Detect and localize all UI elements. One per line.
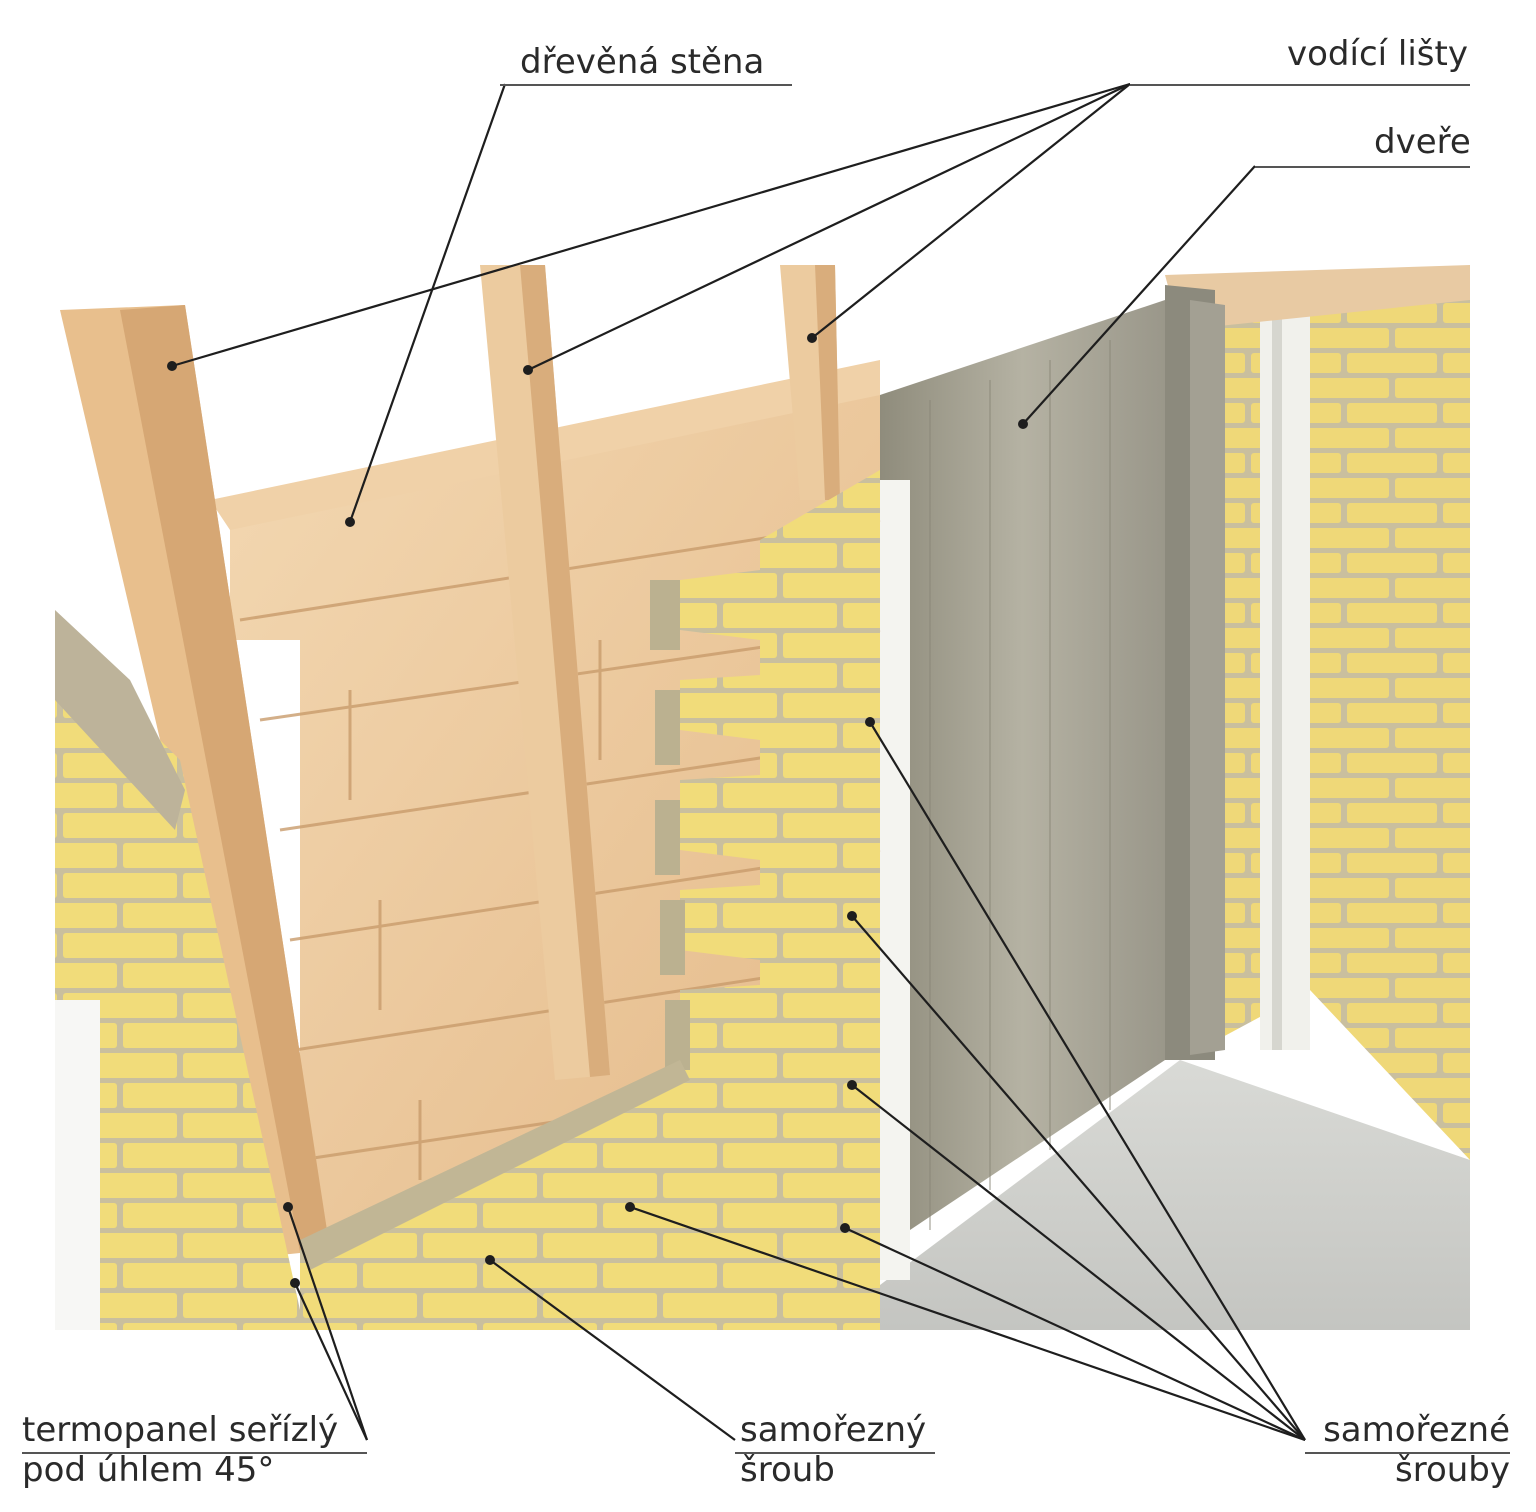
underline-wooden-wall: [500, 84, 792, 86]
underline-screw: [735, 1452, 935, 1454]
label-thermopanel-line2: pod úhlem 45°: [22, 1450, 275, 1490]
label-wooden-wall-text: dřevěná stěna: [520, 42, 765, 82]
leader-lines: [171, 82, 1306, 1442]
corner-trim: [1260, 310, 1310, 1050]
label-guide-rails-text: vodící lišty: [1287, 34, 1468, 74]
floor: [820, 1060, 1470, 1330]
label-screws: samořezné šrouby: [1312, 1410, 1510, 1490]
underline-door: [1255, 166, 1470, 168]
label-screw-line1: samořezný: [740, 1410, 927, 1450]
right-brick-wall-back: [1310, 265, 1470, 1160]
underline-thermopanel: [22, 1452, 367, 1454]
label-wooden-wall: dřevěná stěna: [520, 42, 764, 82]
left-brick-panel: [55, 635, 300, 1330]
label-thermopanel-line1: termopanel seřízlý: [22, 1410, 339, 1450]
label-screw: samořezný šroub: [740, 1410, 926, 1490]
label-door-text: dveře: [1374, 122, 1471, 162]
label-thermopanel: termopanel seřízlý pod úhlem 45°: [22, 1410, 338, 1490]
front-brick-panel: [300, 470, 880, 1330]
label-screws-line2: šrouby: [1395, 1450, 1510, 1490]
label-door: dveře: [1374, 122, 1471, 162]
label-guide-rails: vodící lišty: [1287, 34, 1468, 74]
leader-dots: [167, 333, 1028, 1288]
label-screw-line2: šroub: [740, 1450, 835, 1490]
underline-screws: [1305, 1452, 1510, 1454]
label-screws-line1: samořezné: [1323, 1410, 1510, 1450]
door-panel: [880, 300, 1165, 1250]
underline-guide-rails: [1130, 84, 1470, 86]
